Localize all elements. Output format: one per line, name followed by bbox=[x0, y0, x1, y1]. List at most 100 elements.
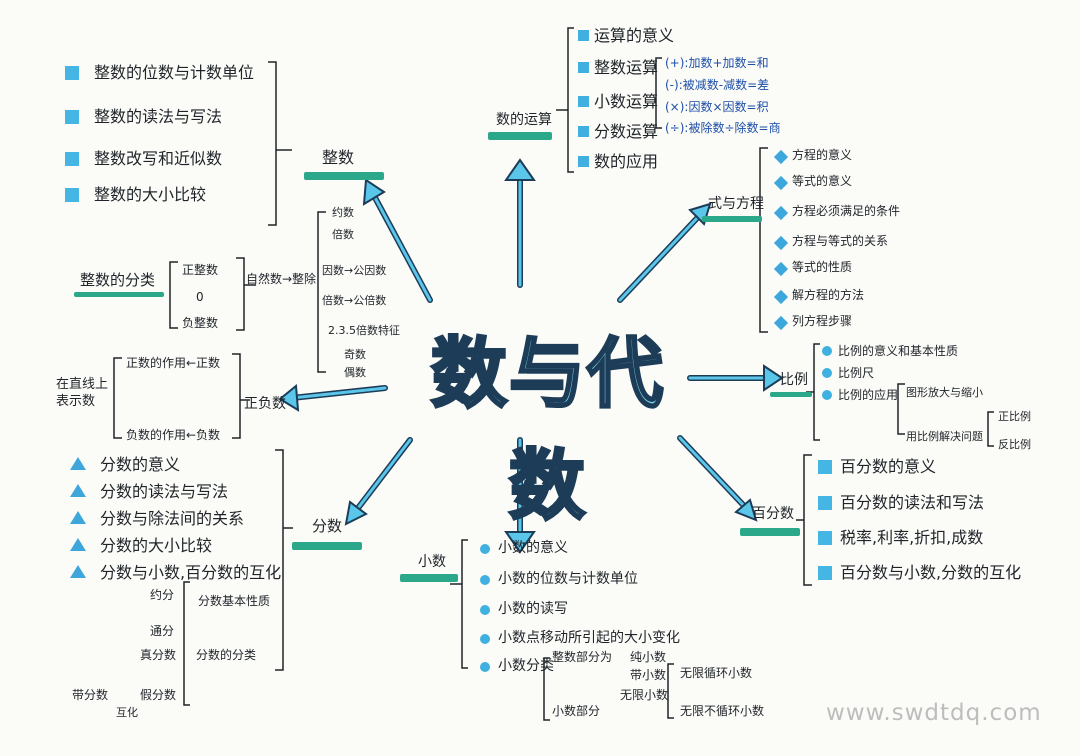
zhengchu-item: 2.3.5倍数特征 bbox=[328, 324, 400, 337]
square-bullet-icon bbox=[65, 188, 79, 202]
xiaoshu-item: 小数的意义 bbox=[498, 540, 568, 556]
fangcheng-item: 列方程步骤 bbox=[792, 314, 853, 328]
xiaoshu-chunxiao: 纯小数 bbox=[630, 650, 667, 664]
fangcheng-item: 解方程的方法 bbox=[792, 288, 865, 302]
watermark: www.swdtdq.com bbox=[826, 700, 1042, 726]
zhengchu-item: 因数→公因数 bbox=[322, 264, 387, 277]
fenshu-fenlei: 分数的分类 bbox=[196, 648, 257, 662]
dot-bullet-icon bbox=[822, 390, 832, 400]
zhengchu-item: 奇数 bbox=[344, 348, 366, 361]
fenshu-huhua: 互化 bbox=[116, 706, 138, 719]
center-title: 数与代数 bbox=[430, 328, 665, 532]
dot-bullet-icon bbox=[480, 662, 490, 672]
zhengshu-item: 整数的位数与计数单位 bbox=[94, 63, 255, 82]
ziran-zhengchu: 自然数→整除 bbox=[246, 272, 317, 286]
xiaoshu-xiaoshubufen: 小数部分 bbox=[552, 704, 601, 718]
fenshu-label: 分数 bbox=[312, 517, 343, 535]
fenshu-zhen: 真分数 bbox=[140, 648, 177, 662]
bili-label: 比例 bbox=[780, 372, 808, 388]
xiaoshu-item: 小数点移动所引起的大小变化 bbox=[498, 630, 680, 646]
fenshu-item: 分数与除法间的关系 bbox=[100, 509, 245, 528]
xiaoshu-item: 小数的位数与计数单位 bbox=[498, 571, 638, 587]
square-bullet-icon bbox=[578, 30, 589, 41]
zhengfushu-label: 正负数 bbox=[244, 396, 286, 412]
zhengchu-item: 偶数 bbox=[344, 366, 366, 379]
dot-bullet-icon bbox=[480, 605, 490, 615]
baifenshu-bar bbox=[740, 528, 800, 536]
dot-bullet-icon bbox=[480, 634, 490, 644]
dot-bullet-icon bbox=[480, 575, 490, 585]
fangcheng-item: 方程必须满足的条件 bbox=[792, 204, 901, 218]
yunsuan-item: 整数运算 bbox=[594, 58, 659, 77]
square-bullet-icon bbox=[578, 96, 589, 107]
fenshu-dai: 带分数 bbox=[72, 688, 109, 702]
xiaoshu-zhengshubufen: 整数部分为 bbox=[552, 650, 613, 664]
formula-mul: (×):因数×因数=积 bbox=[665, 100, 769, 114]
formula-div: (÷):被除数÷除数=商 bbox=[665, 121, 781, 135]
xiaoshu-daixiao: 带小数 bbox=[630, 668, 667, 682]
fenlei-item: 0 bbox=[196, 290, 204, 304]
bili-bar bbox=[770, 392, 812, 397]
fangcheng-item: 方程与等式的关系 bbox=[792, 234, 889, 248]
dot-bullet-icon bbox=[480, 544, 490, 554]
triangle-bullet-icon bbox=[70, 538, 86, 551]
zhengfushu-item: 正数的作用←正数 bbox=[126, 356, 221, 370]
fenshu-item: 分数的意义 bbox=[100, 455, 181, 474]
triangle-bullet-icon bbox=[70, 565, 86, 578]
fenshu-item: 分数的读法与写法 bbox=[100, 482, 229, 501]
square-bullet-icon bbox=[578, 156, 589, 167]
fenshu-item: 分数与小数,百分数的互化 bbox=[100, 563, 282, 582]
square-bullet-icon bbox=[65, 152, 79, 166]
bili-item: 比例的应用 bbox=[838, 388, 899, 402]
square-bullet-icon bbox=[818, 531, 832, 545]
yunsuan-item: 运算的意义 bbox=[594, 26, 675, 45]
fangcheng-label: 式与方程 bbox=[708, 196, 764, 212]
square-bullet-icon bbox=[818, 460, 832, 474]
square-bullet-icon bbox=[818, 496, 832, 510]
square-bullet-icon bbox=[578, 126, 589, 137]
fenlei-item: 负整数 bbox=[182, 316, 219, 330]
zhengchu-item: 倍数 bbox=[332, 228, 354, 241]
zhengshu-item: 整数改写和近似数 bbox=[94, 149, 223, 168]
zhengshu-bar bbox=[304, 172, 384, 180]
dot-bullet-icon bbox=[822, 368, 832, 378]
xiaoshu-wuxian: 无限小数 bbox=[620, 688, 669, 702]
xiaoshu-label: 小数 bbox=[418, 554, 446, 570]
zhengshu-label: 整数 bbox=[322, 148, 355, 167]
bili-fan: 反比例 bbox=[998, 438, 1031, 451]
fenshu-jiben: 分数基本性质 bbox=[198, 594, 271, 608]
bili-item: 比例的意义和基本性质 bbox=[838, 344, 959, 358]
zhengshu-item: 整数的读法与写法 bbox=[94, 107, 223, 126]
triangle-bullet-icon bbox=[70, 457, 86, 470]
square-bullet-icon bbox=[65, 110, 79, 124]
yunsuan-item: 小数运算 bbox=[594, 92, 659, 111]
bili-zheng: 正比例 bbox=[998, 410, 1031, 423]
formula-add: (+):加数+加数=和 bbox=[665, 56, 769, 70]
fenshu-jia: 假分数 bbox=[140, 688, 177, 702]
yunsuan-item: 分数运算 bbox=[594, 122, 659, 141]
zhengfushu-left: 在直线上表示数 bbox=[56, 377, 109, 409]
baifenshu-item: 税率,利率,折扣,成数 bbox=[840, 528, 984, 547]
xiaoshu-buxunhuan: 无限不循环小数 bbox=[680, 704, 765, 718]
yunsuan-item: 数的应用 bbox=[594, 152, 659, 171]
baifenshu-item: 百分数的读法和写法 bbox=[840, 493, 985, 512]
yunsuan-label: 数的运算 bbox=[496, 112, 552, 128]
square-bullet-icon bbox=[578, 62, 589, 73]
bili-tuxing: 图形放大与缩小 bbox=[906, 386, 983, 399]
bili-item: 比例尺 bbox=[838, 366, 875, 380]
triangle-bullet-icon bbox=[70, 484, 86, 497]
zhengshu-fenlei-label: 整数的分类 bbox=[80, 271, 156, 289]
dot-bullet-icon bbox=[822, 346, 832, 356]
baifenshu-item: 百分数与小数,分数的互化 bbox=[840, 563, 1022, 582]
fangcheng-item: 等式的性质 bbox=[792, 260, 853, 274]
fangcheng-item: 方程的意义 bbox=[792, 148, 853, 162]
fenshu-tongfen: 通分 bbox=[150, 624, 175, 638]
zhengchu-item: 约数 bbox=[332, 206, 354, 219]
xiaoshu-xunhuan: 无限循环小数 bbox=[680, 666, 753, 680]
xiaoshu-bar bbox=[400, 574, 458, 582]
formula-sub: (-):被减数-减数=差 bbox=[665, 78, 770, 92]
square-bullet-icon bbox=[818, 566, 832, 580]
triangle-bullet-icon bbox=[70, 511, 86, 524]
yunsuan-bar bbox=[488, 132, 552, 140]
fenlei-bar bbox=[74, 292, 164, 297]
